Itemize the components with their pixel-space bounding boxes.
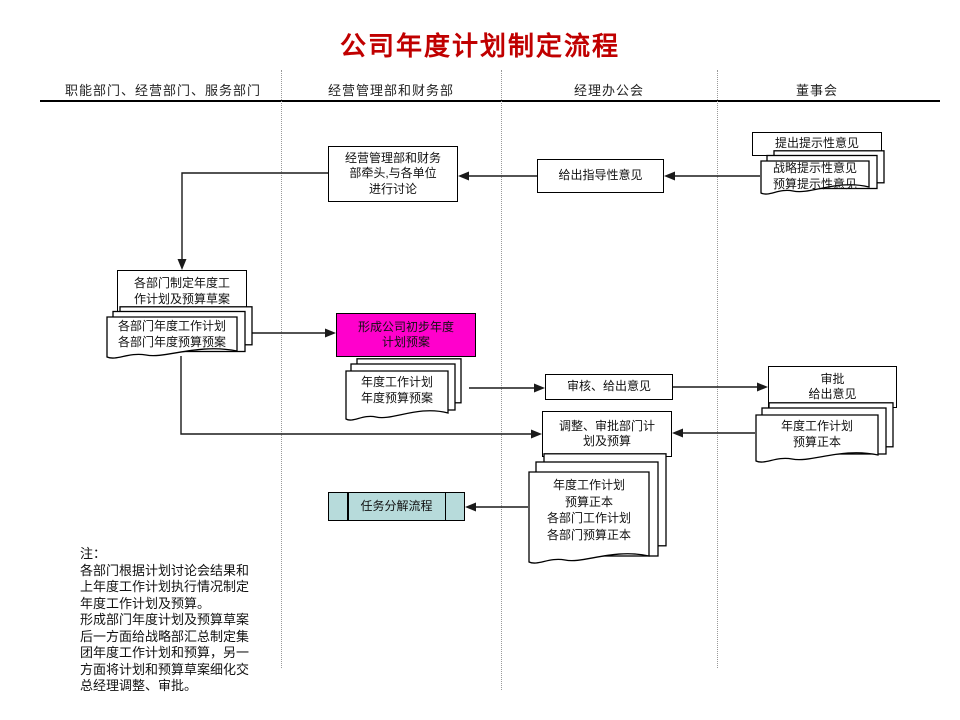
doc-label: 年度工作计划 预算正本 <box>780 419 853 449</box>
node-label: 审批 给出意见 <box>808 371 857 401</box>
node-label: 调整、审批部门计 划及预算 <box>558 418 655 448</box>
node-label: 形成公司初步年度 计划预案 <box>357 319 454 349</box>
lane-divider-3 <box>717 70 718 668</box>
node-lead-discussion: 经营管理部和财务 部牵头,与各单位 进行讨论 <box>328 146 458 202</box>
header-rule <box>40 100 940 102</box>
predefined-process-bar <box>444 493 446 520</box>
lane-header-mgmt-finance: 经营管理部和财务部 <box>327 83 454 98</box>
lane-header-manager-meeting: 经理办公会 <box>573 83 644 98</box>
doc-stack-annual-docs: 年度工作计划 年度预算预案 <box>345 358 469 424</box>
document-stack-shape <box>755 402 894 463</box>
connector-lead-to-deptdraft <box>181 172 328 266</box>
doc-label: 年度工作计划 预算正本 各部门工作计划 各部门预算正本 <box>546 478 631 542</box>
doc-stack-final-docs: 年度工作计划 预算正本 各部门工作计划 各部门预算正本 <box>528 453 672 567</box>
arrowhead-left-icon <box>465 502 476 512</box>
connector-deptdocs-to-adjust <box>180 356 538 435</box>
node-approve: 审批 给出意见 <box>768 366 897 408</box>
node-label: 经营管理部和财务 部牵头,与各单位 进行讨论 <box>344 150 441 196</box>
footnote: 注： 各部门根据计划讨论会结果和 上年度工作计划执行情况制定 年度工作计划及预算… <box>80 546 250 693</box>
arrowhead-down-icon <box>177 259 187 270</box>
node-label: 各部门制定年度工 作计划及预算草案 <box>133 276 230 306</box>
page-title: 公司年度计划制定流程 <box>339 31 620 61</box>
document-stack-shape <box>106 306 253 359</box>
arrowhead-left-icon <box>458 171 469 181</box>
document-stack-shape <box>528 453 667 564</box>
lane-header-departments: 职能部门、经营部门、服务部门 <box>64 83 261 98</box>
node-review: 审核、给出意见 <box>545 374 673 400</box>
node-adjust: 调整、审批部门计 划及预算 <box>542 411 672 457</box>
lane-divider-2 <box>501 70 502 690</box>
node-guidance: 给出指导性意见 <box>537 159 664 193</box>
lane-divider-1 <box>281 70 282 668</box>
document-stack-shape <box>760 150 885 195</box>
doc-stack-approved-docs: 年度工作计划 预算正本 <box>755 402 899 466</box>
doc-stack-hint-docs: 战略提示性意见 预算提示性意见 <box>760 150 886 200</box>
doc-label: 战略提示性意见 预算提示性意见 <box>772 161 857 191</box>
doc-stack-dept-docs: 各部门年度工作计划 各部门年度预算预案 <box>106 306 254 366</box>
document-stack-shape <box>345 358 462 421</box>
node-form-preliminary: 形成公司初步年度 计划预案 <box>336 313 476 357</box>
arrowhead-left-icon <box>664 171 675 181</box>
lane-header-board: 董事会 <box>795 83 838 98</box>
arrowhead-left-icon <box>672 428 683 438</box>
doc-label: 年度工作计划 年度预算预案 <box>360 375 433 405</box>
node-label: 给出指导性意见 <box>558 168 643 183</box>
node-label: 提出提示性意见 <box>774 136 859 151</box>
node-task-decompose: 任务分解流程 <box>328 492 465 521</box>
arrowhead-right-icon <box>531 429 542 439</box>
arrowhead-right-icon <box>325 328 336 338</box>
doc-label: 各部门年度工作计划 各部门年度预算预案 <box>117 319 226 349</box>
node-label: 审核、给出意见 <box>566 379 651 394</box>
predefined-process-bar <box>347 493 349 520</box>
arrowhead-right-icon <box>534 383 545 393</box>
node-label: 任务分解流程 <box>360 498 433 513</box>
arrowhead-right-icon <box>757 382 768 392</box>
